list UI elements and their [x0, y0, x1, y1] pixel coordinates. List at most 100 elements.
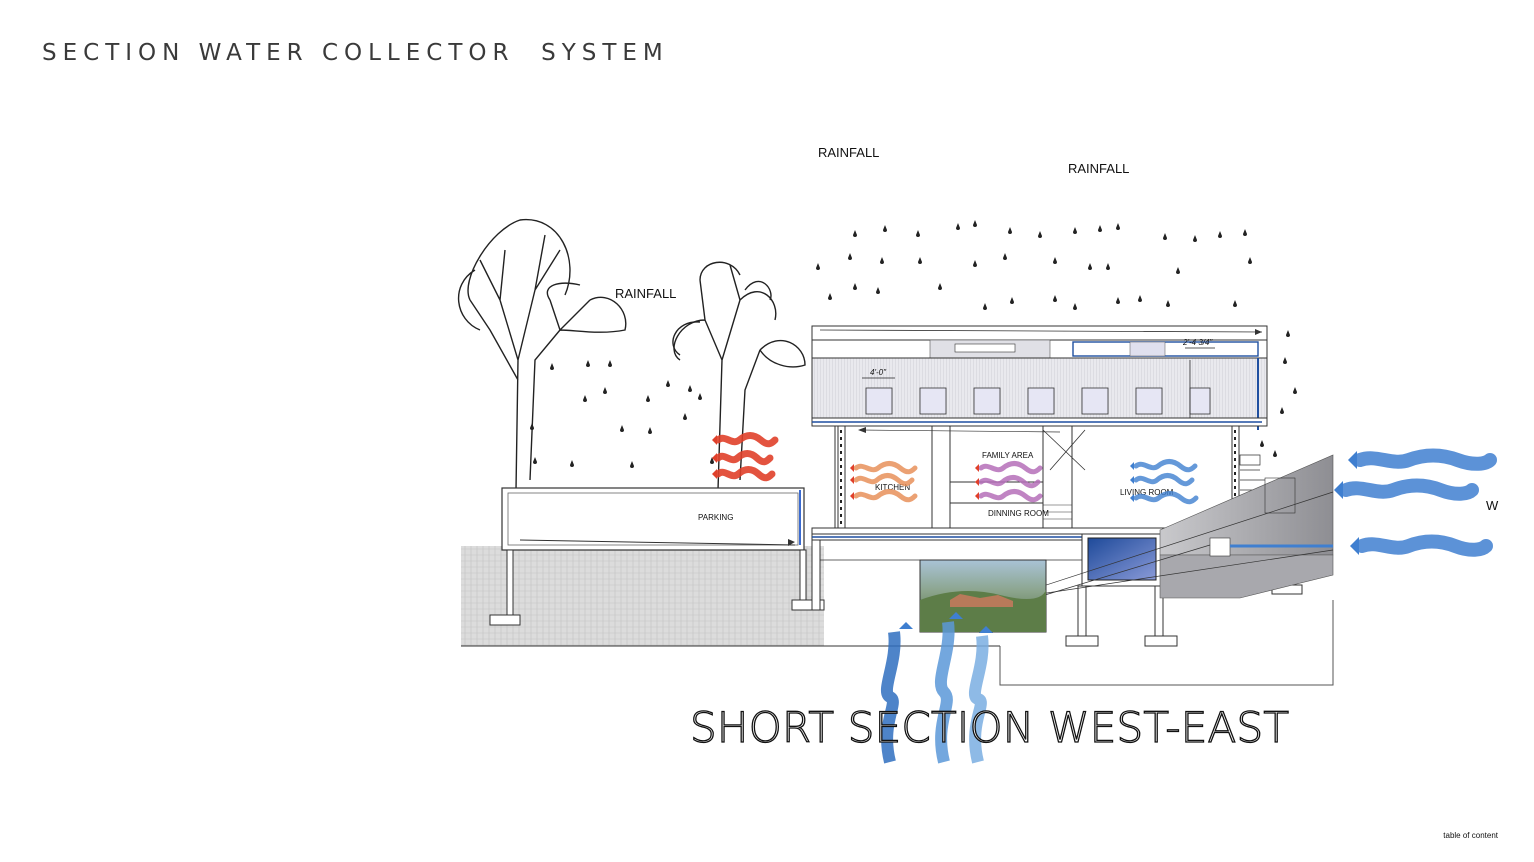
airflow-arrow	[880, 631, 901, 764]
parking-structure: PARKING	[489, 487, 825, 626]
rain-drops	[530, 220, 1297, 468]
rainfall-label-3: RAINFALL	[615, 286, 676, 301]
arrow-head	[712, 469, 717, 479]
arrow-head	[1348, 451, 1357, 469]
water-tank	[1087, 537, 1157, 581]
arrow-head	[850, 492, 854, 500]
arrow-head	[712, 435, 717, 445]
rain-drop	[1166, 300, 1170, 307]
rain-drop	[683, 413, 687, 420]
arrow-head	[975, 464, 979, 472]
rain-drop	[648, 427, 652, 434]
airflow-arrow	[714, 432, 779, 448]
table-of-content-link[interactable]: table of content	[1443, 831, 1498, 840]
rain-drop	[1243, 229, 1247, 236]
rain-drop	[603, 387, 607, 394]
airflow-arrow	[978, 461, 1043, 475]
rain-drop	[983, 303, 987, 310]
rain-drop	[828, 293, 832, 300]
arrow-head	[899, 622, 913, 629]
wind-label: W	[1486, 498, 1499, 513]
rainfall-label-2: RAINFALL	[1068, 161, 1129, 176]
section-title: SHORT SECTION WEST-EAST	[690, 703, 1290, 752]
rain-drop	[973, 260, 977, 267]
rain-drop	[1098, 225, 1102, 232]
rain-drop	[688, 385, 692, 392]
rain-drop	[1008, 227, 1012, 234]
arrow-head	[975, 492, 979, 500]
rain-drop	[816, 263, 820, 270]
rain-drop	[938, 283, 942, 290]
dining-room-label: DINNING ROOM	[988, 509, 1049, 518]
airflow-arrow	[968, 635, 989, 764]
rain-drop	[973, 220, 977, 227]
airflow-arrow	[1133, 459, 1198, 473]
rain-drop	[1283, 357, 1287, 364]
airflow-arrow	[1339, 478, 1479, 501]
tree-right	[672, 261, 806, 491]
airflow-arrow	[853, 473, 915, 487]
airflow-arrows	[712, 432, 1497, 764]
rain-drop	[698, 393, 702, 400]
rain-drop	[1176, 267, 1180, 274]
rain-drop	[1273, 450, 1277, 457]
rain-drop	[1260, 440, 1264, 447]
rain-drop	[1138, 295, 1142, 302]
arrow-head	[712, 453, 717, 463]
rain-drop	[876, 287, 880, 294]
rain-drop	[1073, 227, 1077, 234]
arrow-head	[979, 626, 993, 633]
airflow-arrow	[978, 489, 1043, 503]
airflow-arrow	[1133, 473, 1195, 487]
arrow-head	[1350, 537, 1359, 555]
ground	[461, 546, 1334, 686]
rain-drop	[1163, 233, 1167, 240]
terrain-slope	[1159, 454, 1334, 599]
family-area-label: FAMILY AREA	[982, 451, 1034, 460]
rain-drop	[1003, 253, 1007, 260]
rainfall-label-1: RAINFALL	[818, 145, 879, 160]
airflow-arrow	[714, 450, 774, 466]
rain-drop	[1280, 407, 1284, 414]
clerestory-windows	[865, 387, 1211, 415]
rain-drop	[848, 253, 852, 260]
rain-drop	[1088, 263, 1092, 270]
dimension-label-1: 4'-0"	[870, 368, 887, 377]
rain-drop	[883, 225, 887, 232]
parking-label: PARKING	[698, 513, 733, 522]
rain-drop	[1218, 231, 1222, 238]
rain-drop	[646, 395, 650, 402]
rain-drop	[533, 457, 537, 464]
airflow-arrow	[1355, 534, 1493, 557]
airflow-arrow	[853, 461, 918, 475]
rain-drop	[1010, 297, 1014, 304]
house-structure: 4'-0" 2'-4 3/4" KITCHEN FAMILY AREA DINN…	[811, 325, 1268, 541]
arrow-head	[850, 476, 854, 484]
trees	[458, 219, 806, 491]
rain-drop	[608, 360, 612, 367]
rain-drop	[570, 460, 574, 467]
living-room-label: LIVING ROOM	[1120, 488, 1174, 497]
rain-drop	[1233, 300, 1237, 307]
rain-drop	[620, 425, 624, 432]
kitchen-label: KITCHEN	[875, 483, 910, 492]
dimension-label-2: 2'-4 3/4"	[1182, 338, 1213, 347]
arrow-head	[1130, 476, 1134, 484]
rain-drop	[1248, 257, 1252, 264]
rain-drop	[666, 380, 670, 387]
airflow-arrow	[853, 489, 918, 503]
rain-drop	[853, 283, 857, 290]
tree-left	[458, 219, 627, 491]
rain-drop	[1116, 223, 1120, 230]
arrow-head	[850, 464, 854, 472]
rain-drop	[1293, 387, 1297, 394]
rain-drop	[1116, 297, 1120, 304]
rain-drop	[550, 363, 554, 370]
arrow-head	[1334, 481, 1343, 499]
rain-drop	[1106, 263, 1110, 270]
page-title: SECTION WATER COLLECTOR SYSTEM	[42, 40, 669, 66]
airflow-arrow	[714, 466, 776, 482]
rain-drop	[530, 423, 534, 430]
arrow-head	[975, 478, 979, 486]
